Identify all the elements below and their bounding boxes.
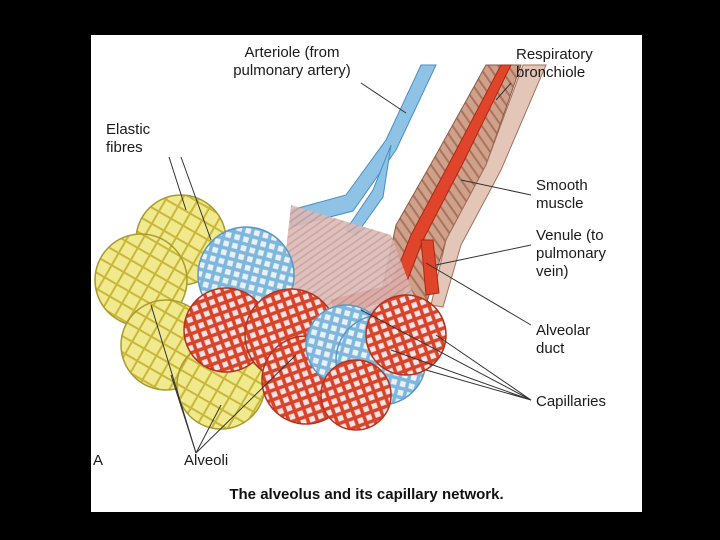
panel-letter: A — [93, 452, 104, 469]
figure-caption: The alveolus and its capillary network. — [229, 486, 504, 503]
alveoli-label: Alveoli — [184, 452, 229, 469]
elastic-fibres-label: Elastic fibres — [106, 121, 151, 156]
figure-panel: Arteriole (from pulmonary artery) Respir… — [91, 35, 642, 512]
capillary-alveoli-group — [183, 226, 447, 431]
leader-lines — [150, 82, 532, 454]
arteriole-label: Arteriole (from pulmonary artery) — [233, 44, 351, 79]
alveolar-duct-label: Alveolar duct — [536, 322, 591, 357]
smooth-muscle-label: Smooth muscle — [536, 177, 588, 212]
capillaries-label: Capillaries — [536, 393, 607, 410]
alveolus-illustration — [94, 64, 547, 454]
venule-label: Venule (to pulmonary vein) — [536, 227, 607, 280]
respiratory-bronchiole-label: Respiratory bronchiole — [516, 46, 593, 81]
